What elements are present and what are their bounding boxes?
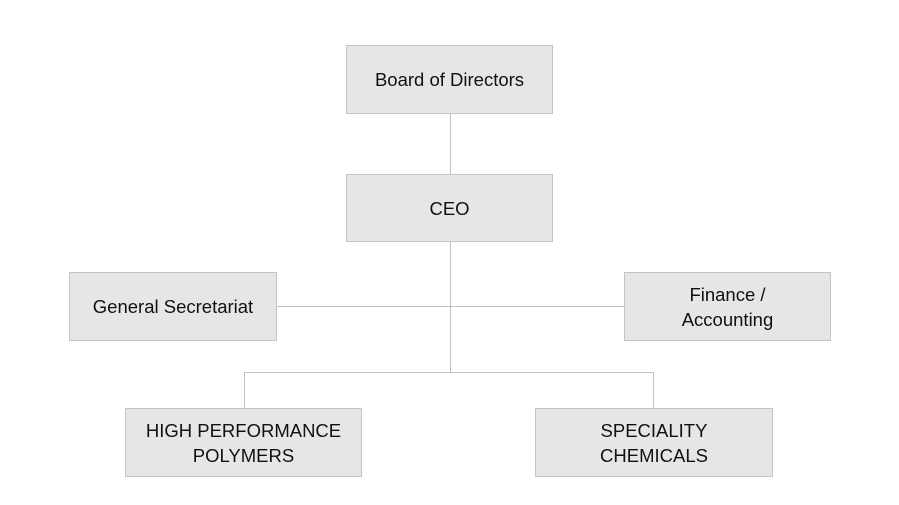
connector-divisions-horizontal <box>244 372 654 373</box>
node-general-secretariat: General Secretariat <box>69 272 277 341</box>
connector-polymers <box>244 372 245 408</box>
connector-board-ceo <box>450 113 451 174</box>
node-ceo: CEO <box>346 174 553 242</box>
connector-staff-horizontal <box>276 306 624 307</box>
node-high-performance-polymers: HIGH PERFORMANCE POLYMERS <box>125 408 362 477</box>
connector-chemicals <box>653 372 654 408</box>
node-speciality-chemicals: SPECIALITY CHEMICALS <box>535 408 773 477</box>
node-board-of-directors: Board of Directors <box>346 45 553 114</box>
node-finance-accounting: Finance / Accounting <box>624 272 831 341</box>
